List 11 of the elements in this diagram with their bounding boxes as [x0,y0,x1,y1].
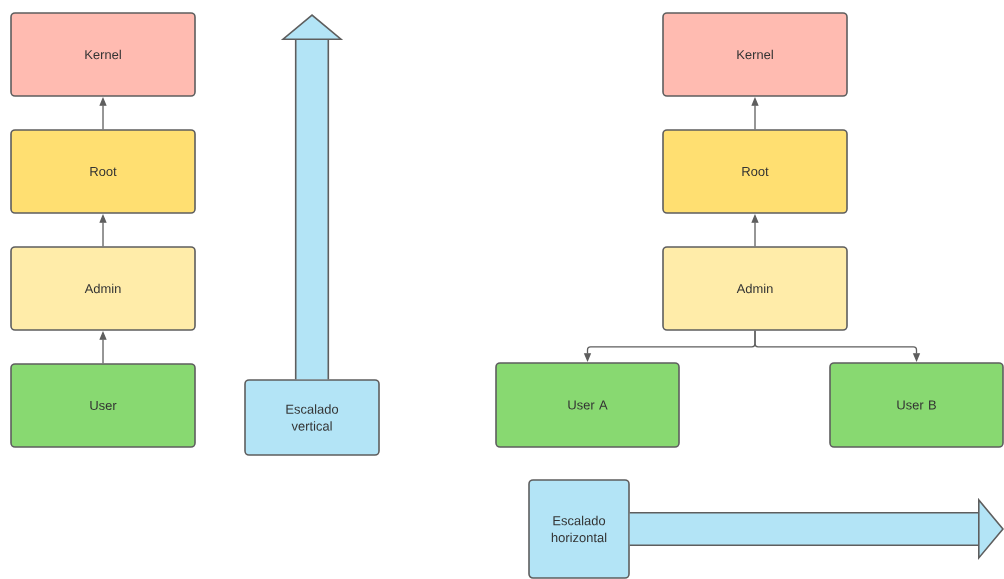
level-box: User [10,363,196,448]
scaling-box: Escalado horizontal [528,479,630,579]
level-box: Root [662,129,848,214]
level-box: User B [829,362,1004,448]
scaling-box: Escalado vertical [244,379,380,456]
level-box: User A [495,362,680,448]
level-box: Admin [10,246,196,331]
level-box: Root [10,129,196,214]
level-box: Kernel [662,12,848,97]
level-box: Admin [662,246,848,331]
level-box: Kernel [10,12,196,97]
